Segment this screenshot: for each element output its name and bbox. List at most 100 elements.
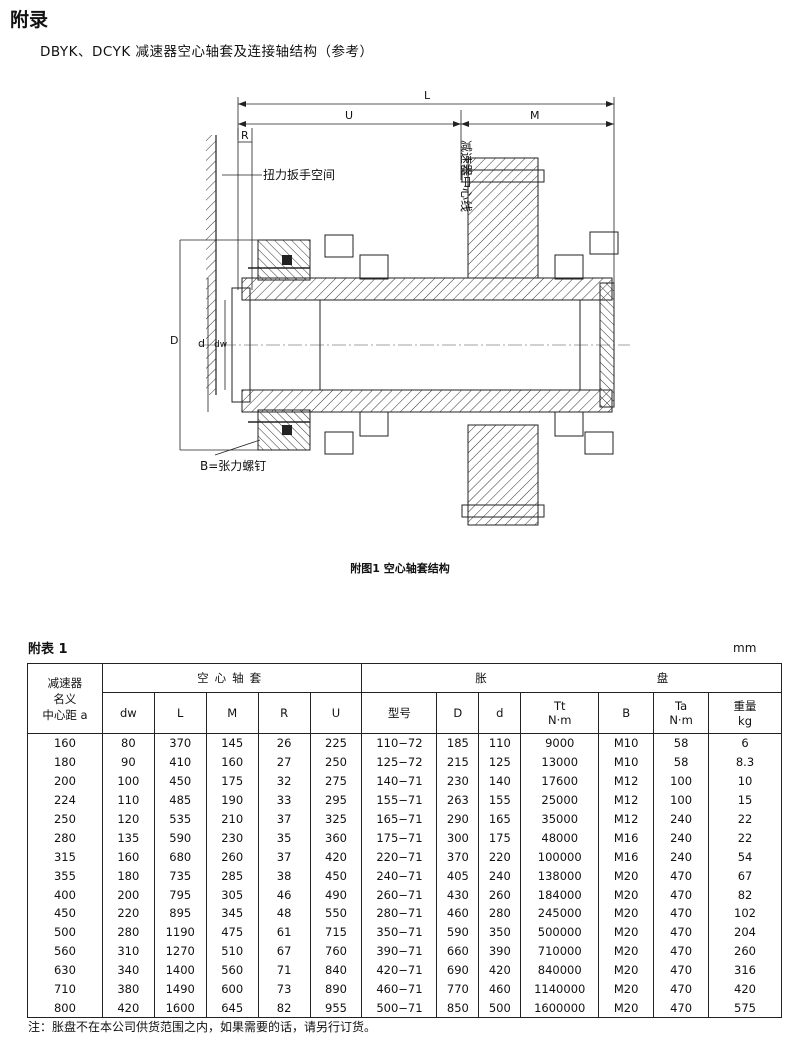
table-cell: 690 [436,960,480,980]
table-cell: 410 [153,752,207,772]
table-cell: 660 [436,941,480,961]
table-cell: 890 [309,979,363,999]
table-cell: 260−71 [361,885,438,905]
wrench-space-label: 扭力扳手空间 [263,168,335,182]
dim-label-R: R [241,129,249,142]
table-cell: 600 [205,979,259,999]
table-cell: 350−71 [361,922,438,942]
header-shrink-disc: 胀盘 [361,663,782,693]
table-cell: 250 [27,809,103,829]
table-cell: 260 [478,885,522,905]
table-cell: 210 [205,809,259,829]
table-cell: 310 [101,941,155,961]
table-cell: M16 [598,847,655,867]
table-cell: 90 [101,752,155,772]
table-cell: 405 [436,866,480,886]
table-cell: 645 [205,998,259,1019]
table-cell: M20 [598,866,655,886]
table-cell: 285 [205,866,259,886]
table-cell: 840000 [520,960,600,980]
table-cell: 22 [708,809,782,829]
table-cell: 15 [708,790,782,810]
table-cell: 800 [27,998,103,1019]
table-cell: 290 [436,809,480,829]
table-cell: 58 [653,752,710,772]
table-cell: 9000 [520,733,600,753]
bearings [324,231,619,455]
table-cell: 325 [309,809,363,829]
table-cell: 460−71 [361,979,438,999]
table-cell: 48 [257,904,311,923]
hollow-shaft-drawing: L U M R 扭力扳手空间 减速器中心线 [170,89,630,526]
table-cell: 220 [478,847,522,867]
table-cell: 100000 [520,847,600,867]
table-cell: 500000 [520,922,600,942]
table-cell: 110 [101,790,155,810]
table-cell: 180 [27,752,103,772]
table-cell: 500 [27,922,103,942]
table-cell: 160 [101,847,155,867]
table-cell: 390 [478,941,522,961]
table-cell: 37 [257,847,311,867]
table-cell: 350 [478,922,522,942]
table-cell: 175 [478,828,522,848]
table-cell: 370 [436,847,480,867]
bolt-label: B=张力螺钉 [200,459,266,473]
table-cell: 160 [27,733,103,753]
table-cell: 230 [436,771,480,791]
dim-label-L: L [424,89,431,102]
dim-label-D: D [170,334,178,347]
header-center-distance: 减速器 名义 中心距 a [27,663,103,734]
table-cell: 175−71 [361,828,438,848]
table-cell: 575 [708,998,782,1019]
table-cell: 280−71 [361,904,438,923]
table-cell: 680 [153,847,207,867]
table-cell: 430 [436,885,480,905]
table-cell: 73 [257,979,311,999]
table-cell: 220−71 [361,847,438,867]
table-cell: 33 [257,790,311,810]
table-cell: 125 [478,752,522,772]
table-cell: 82 [257,998,311,1019]
table-cell: 100 [653,771,710,791]
table-cell: 450 [153,771,207,791]
col-dw: dw [101,692,155,734]
table-cell: 275 [309,771,363,791]
table-cell: 26 [257,733,311,753]
table-cell: 140 [478,771,522,791]
table-cell: 280 [478,904,522,923]
gear [461,157,545,526]
table-cell: 490 [309,885,363,905]
table-cell: 955 [309,998,363,1019]
table-cell: M12 [598,771,655,791]
col-M: M [205,692,259,734]
table-title: 附表 1 [28,642,68,657]
table-cell: 165 [478,809,522,829]
header-hollow-sleeve: 空心轴套 [101,663,363,693]
table-cell: 760 [309,941,363,961]
dim-label-M: M [530,109,540,122]
table-cell: M20 [598,885,655,905]
table-cell: 220 [101,904,155,923]
table-cell: 470 [653,998,710,1019]
table-cell: 8.3 [708,752,782,772]
table-cell: 175 [205,771,259,791]
table-cell: 71 [257,960,311,980]
table-cell: 225 [309,733,363,753]
table-cell: 38 [257,866,311,886]
table-cell: 460 [478,979,522,999]
table-cell: M20 [598,998,655,1019]
table-cell: 420−71 [361,960,438,980]
table-cell: 370 [153,733,207,753]
